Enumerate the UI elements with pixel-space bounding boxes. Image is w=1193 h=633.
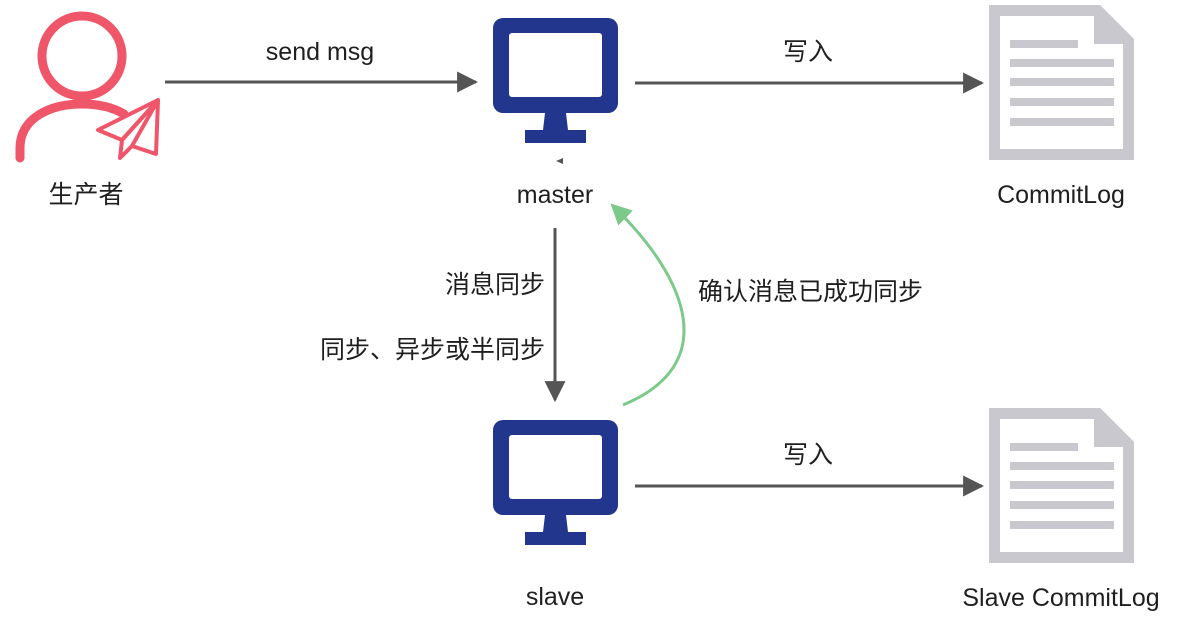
commitlog-label: CommitLog (997, 181, 1125, 209)
ack-label: 确认消息已成功同步 (698, 278, 923, 306)
tiny-marker (556, 158, 563, 164)
document-icon (989, 5, 1134, 160)
producer-label: 生产者 (48, 181, 123, 209)
send-msg-label: send msg (266, 38, 374, 66)
monitor-icon (493, 18, 618, 143)
sync-label-line1: 消息同步 (445, 271, 545, 299)
document-icon (989, 408, 1134, 563)
master-label: master (517, 181, 593, 209)
ack-arrow (610, 203, 686, 407)
sync-label-line2: 同步、异步或半同步 (320, 336, 545, 364)
slave-write-label: 写入 (783, 441, 833, 469)
monitor-icon (493, 420, 618, 545)
master-write-label: 写入 (783, 38, 833, 66)
user-send-icon (15, 11, 160, 163)
slave-commitlog-label: Slave CommitLog (962, 584, 1159, 612)
slave-label: slave (526, 583, 584, 611)
